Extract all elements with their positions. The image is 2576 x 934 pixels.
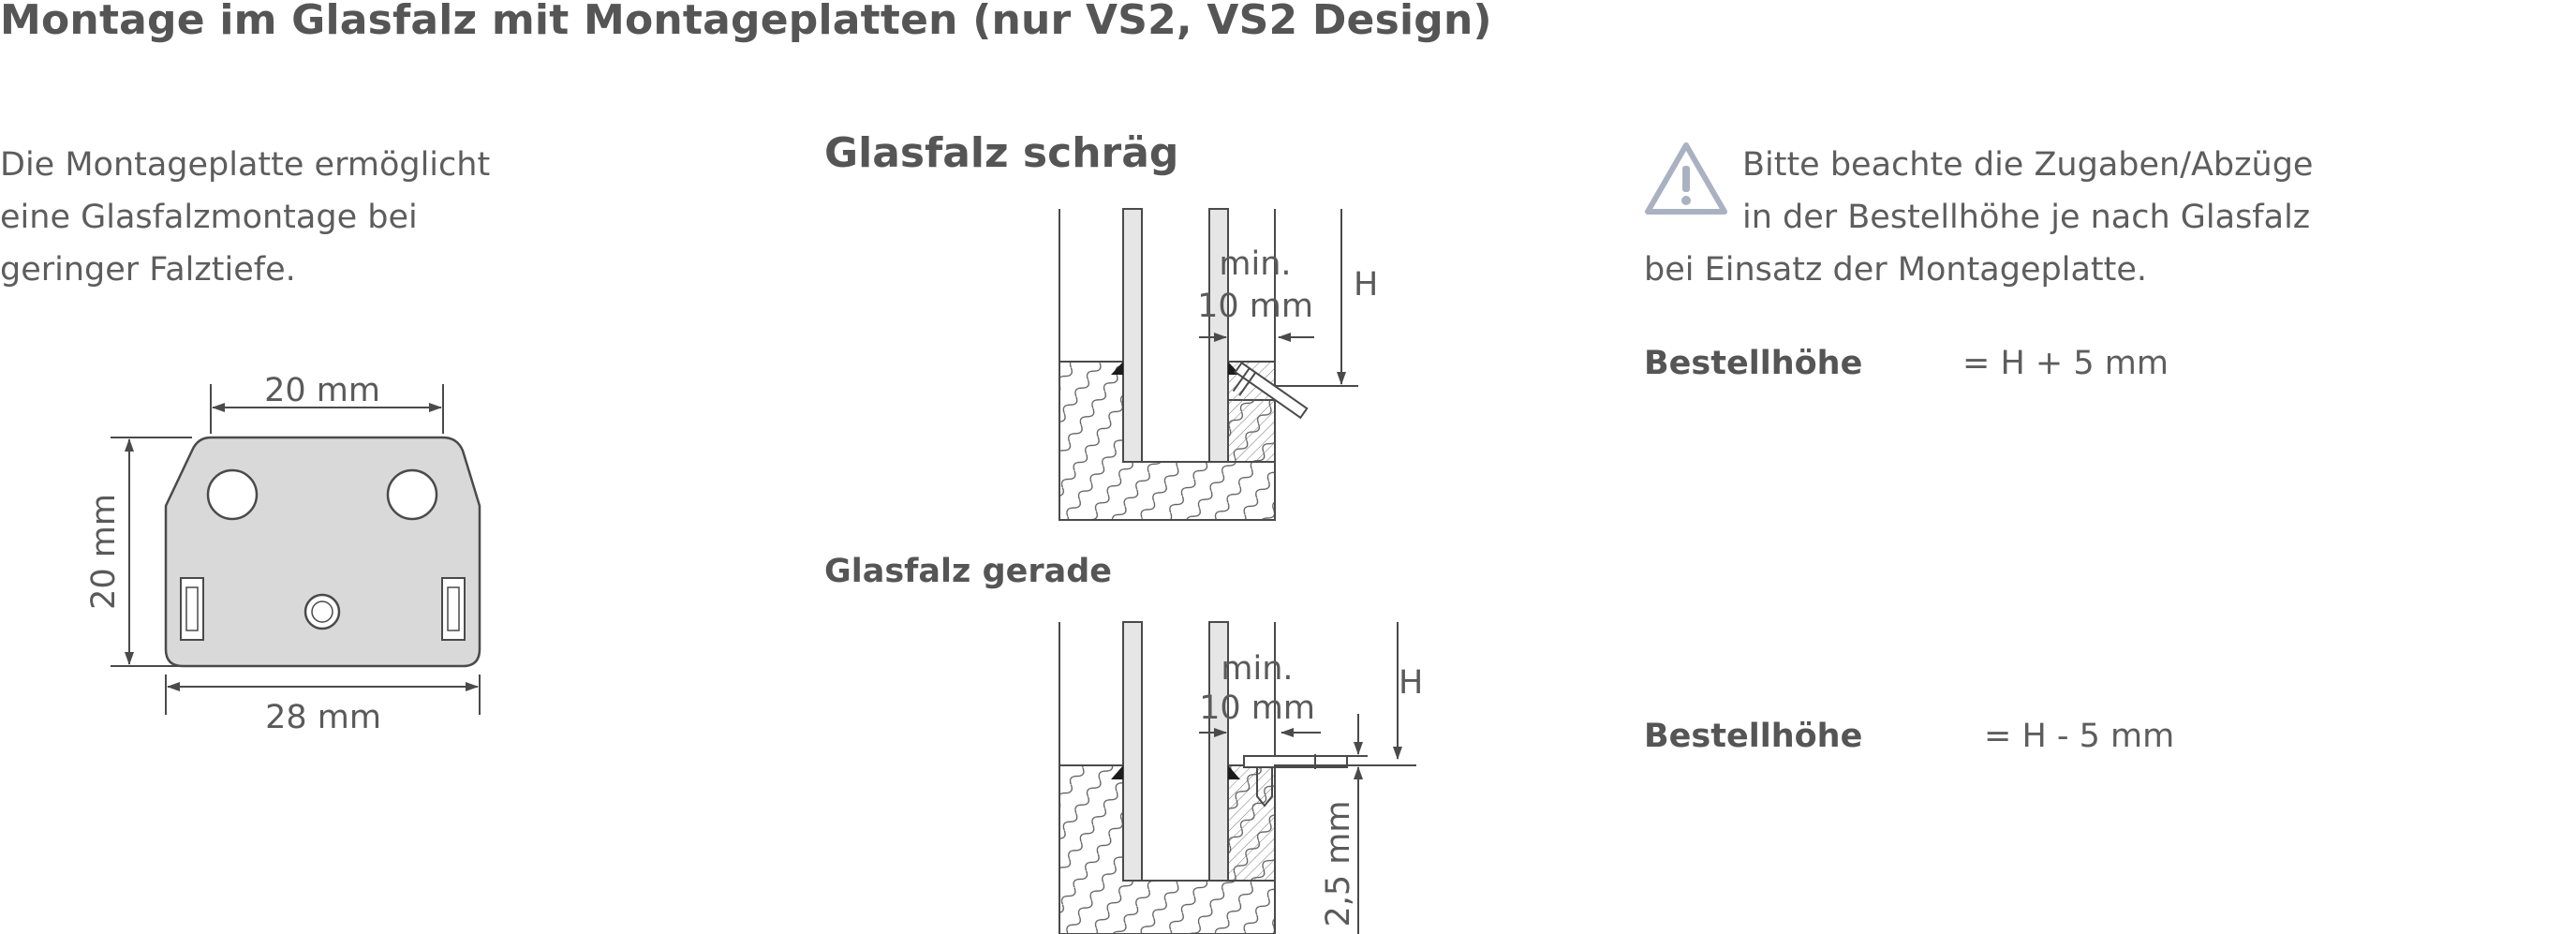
mounting-plate: [164, 436, 481, 668]
page-title: Montage im Glasfalz mit Montageplatten (…: [0, 0, 1492, 44]
intro-text: Die Montageplatte ermöglicht eine Glasfa…: [0, 139, 490, 296]
straight-min-value: 10 mm: [1199, 689, 1315, 727]
oblique-min-value: 10 mm: [1197, 288, 1313, 325]
straight-min-label: min.: [1221, 650, 1293, 688]
plate-slot-right: [441, 577, 466, 641]
plate-hole-right: [386, 468, 438, 521]
glasfalz-oblique-diagram: min. 10 mm H: [1059, 208, 1378, 521]
plate-hole-center: [303, 593, 341, 630]
plate-dim-bottom: 28 mm: [265, 699, 381, 736]
oblique-min-label: min.: [1219, 245, 1291, 283]
note-line-2: in der Bestellhöhe je nach Glasfalz: [1742, 199, 2311, 236]
note-line-3: bei Einsatz der Montageplatte.: [1644, 251, 2147, 289]
plate-slot-left: [180, 577, 204, 641]
intro-line-1: Die Montageplatte ermöglicht: [0, 146, 491, 184]
section-title-oblique: Glasfalz schräg: [824, 129, 1179, 177]
note-text: Bitte beachte die Zugaben/Abzüge in der …: [1644, 139, 2313, 296]
order-height-value: = H - 5 mm: [1984, 718, 2175, 755]
glass-pane-left: [1122, 621, 1143, 882]
oblique-h-label: H: [1354, 266, 1378, 304]
intro-line-3: geringer Falztiefe.: [0, 251, 296, 289]
straight-h-label: H: [1399, 664, 1423, 702]
glass-pane-right: [1208, 621, 1229, 882]
section-title-straight: Glasfalz gerade: [824, 553, 1113, 590]
order-height-value: = H + 5 mm: [1962, 345, 2169, 382]
glasfalz-straight-diagram: min. 10 mm H 2,5 mm: [1059, 621, 1423, 934]
plate-dim-top: 20 mm: [264, 372, 380, 409]
order-height-label: Bestellhöhe: [1644, 718, 1863, 755]
mounting-plate-diagram: 20 mm 20 mm 28 mm: [85, 372, 481, 736]
warning-triangle-icon: [1645, 142, 1727, 215]
straight-offset-label: 2,5 mm: [1320, 801, 1357, 927]
order-height-label: Bestellhöhe: [1644, 345, 1863, 382]
intro-line-2: eine Glasfalzmontage bei: [0, 199, 418, 236]
note-line-1: Bitte beachte die Zugaben/Abzüge: [1742, 146, 2314, 184]
plate-dim-left: 20 mm: [85, 494, 123, 610]
glass-pane-left: [1122, 208, 1143, 463]
glazing-bead: [1227, 764, 1276, 882]
plate-hole-left: [206, 468, 259, 521]
